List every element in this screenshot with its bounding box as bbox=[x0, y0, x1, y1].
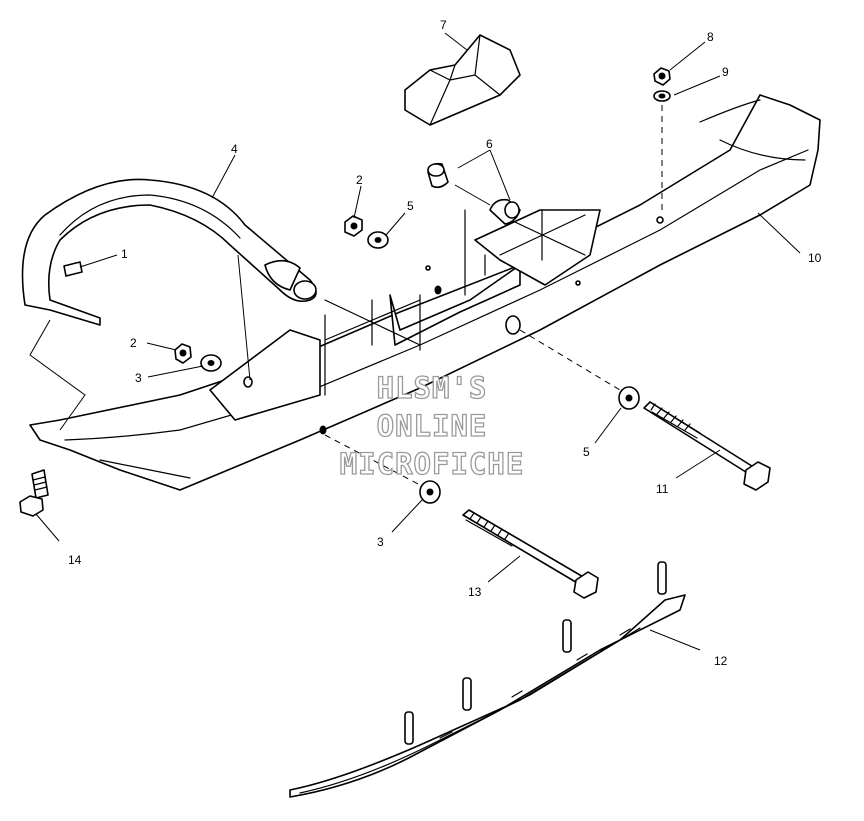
ski-body bbox=[29, 94, 821, 491]
callout-8: 8 bbox=[707, 30, 714, 44]
callout-11: 11 bbox=[656, 482, 669, 496]
callout-13: 13 bbox=[468, 585, 482, 599]
bumper-pad bbox=[404, 34, 521, 126]
watermark: HLSM'S ONLINE MICROFICHE bbox=[339, 370, 525, 481]
callout-5-top: 5 bbox=[407, 199, 414, 213]
bolt-11 bbox=[643, 401, 771, 491]
callout-4: 4 bbox=[231, 142, 238, 156]
nut-washer-group-right bbox=[653, 67, 671, 102]
callout-9: 9 bbox=[722, 65, 729, 79]
bolt-13 bbox=[462, 509, 599, 599]
watermark-line-2: ONLINE bbox=[377, 409, 488, 443]
callout-6: 6 bbox=[486, 137, 493, 151]
callout-7: 7 bbox=[440, 18, 447, 32]
callout-3-left: 3 bbox=[135, 371, 142, 385]
callout-2-left: 2 bbox=[130, 336, 137, 350]
callout-12: 12 bbox=[714, 654, 728, 668]
callout-14: 14 bbox=[68, 553, 82, 567]
ski-handle bbox=[21, 178, 317, 326]
watermark-line-3: MICROFICHE bbox=[340, 447, 525, 481]
callout-10: 10 bbox=[808, 251, 822, 265]
callout-1: 1 bbox=[121, 247, 128, 261]
bushings bbox=[427, 162, 521, 225]
callout-labels: 1 2 2 3 3 4 5 5 6 7 8 9 10 11 12 13 14 bbox=[68, 18, 822, 668]
leader-lines bbox=[29, 32, 801, 651]
stud-14 bbox=[19, 469, 49, 517]
wear-bar-12 bbox=[289, 561, 686, 798]
watermark-line-1: HLSM'S bbox=[377, 371, 488, 405]
washers-bolts bbox=[419, 386, 640, 504]
callout-3-bottom: 3 bbox=[377, 535, 384, 549]
callout-5-right: 5 bbox=[583, 445, 590, 459]
nut-washer-group-left bbox=[174, 343, 222, 372]
callout-2-top: 2 bbox=[356, 173, 363, 187]
nut-washer-group-top bbox=[344, 215, 389, 249]
